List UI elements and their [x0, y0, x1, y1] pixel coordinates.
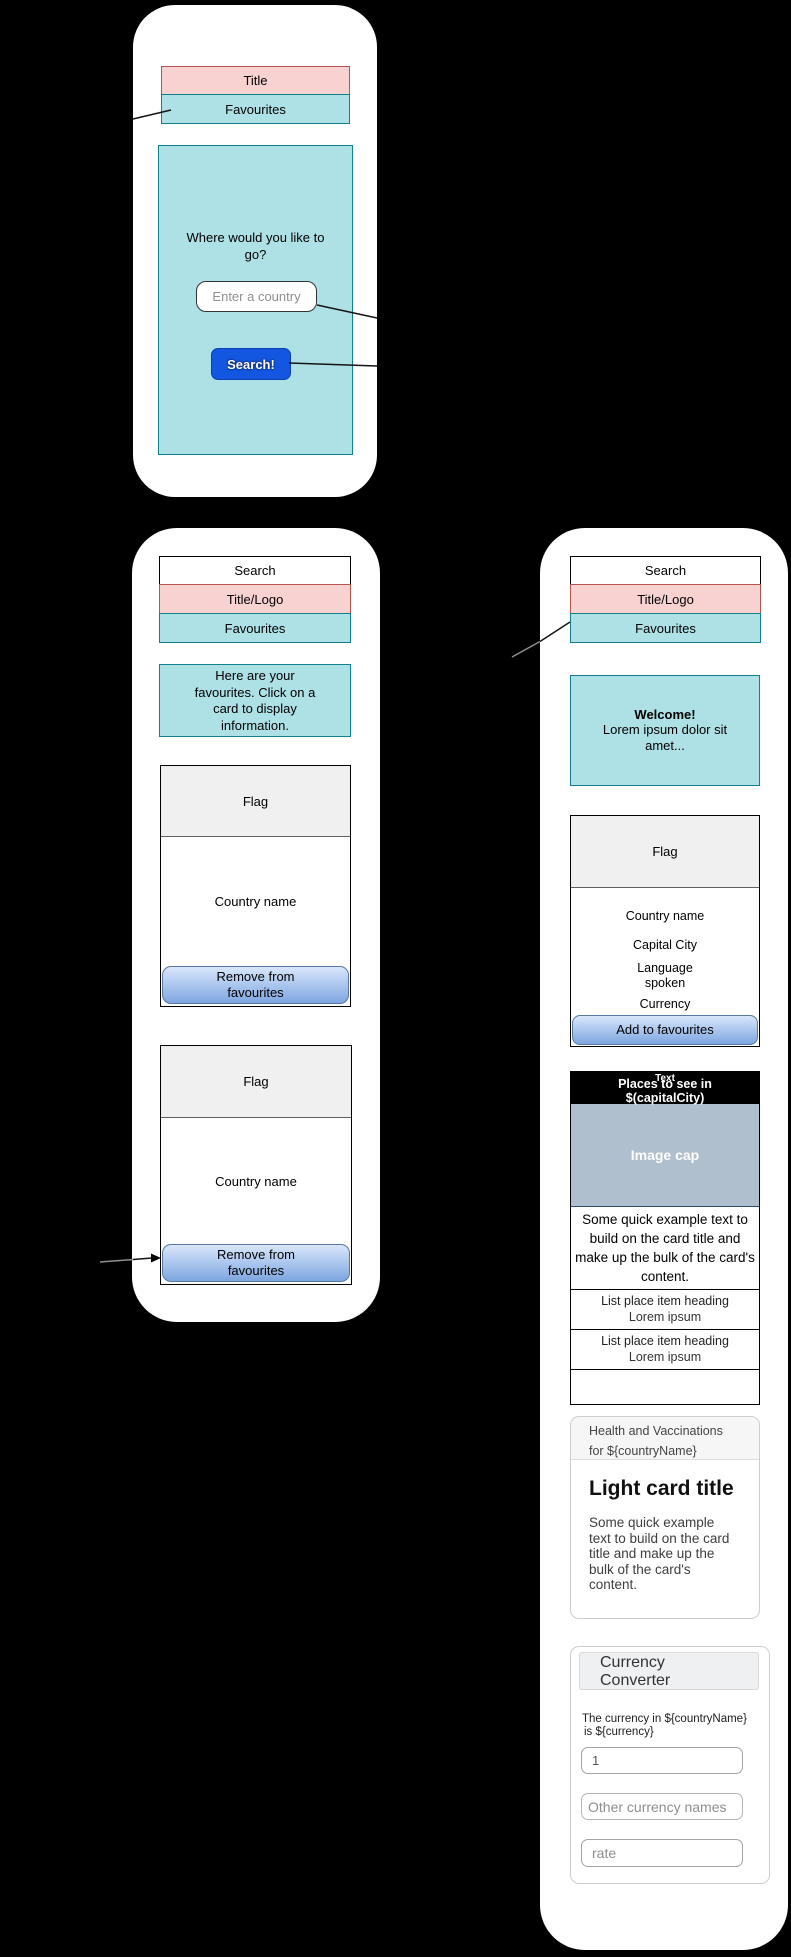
currency-card-header: Currency Converter: [579, 1652, 759, 1690]
home-favourites-bar[interactable]: Favourites: [161, 94, 350, 124]
home-search-panel: Where would you like to go?: [158, 145, 353, 455]
other-currency-select[interactable]: [581, 1793, 743, 1820]
welcome-panel: Welcome! Lorem ipsum dolor sit amet...: [570, 675, 760, 786]
favourites-info-text: Here are your favourites. Click on a car…: [194, 668, 316, 733]
places-card-text-label: Text: [655, 1073, 675, 1084]
search-button[interactable]: Search!: [211, 348, 291, 380]
favourite-card-2[interactable]: Flag Country name Remove from favourites: [160, 1045, 352, 1285]
places-list-item-1: List place item heading Lorem ipsum: [571, 1289, 759, 1329]
favourite-card-2-country: Country name: [215, 1174, 297, 1189]
rate-input[interactable]: [581, 1839, 743, 1867]
health-card-header: Health and Vaccinations for ${countryNam…: [571, 1417, 759, 1460]
places-heading-line1: Places to see in: [618, 1077, 712, 1091]
currency-card-note: The currency in ${countryName} is ${curr…: [582, 1713, 747, 1738]
favourite-card-1[interactable]: Flag Country name Remove from favourites: [160, 765, 351, 1007]
add-to-favourites-button[interactable]: Add to favourites: [572, 1015, 758, 1045]
phone-favourites-screen: Search Title/Logo Favourites Here are yo…: [132, 528, 380, 1322]
health-card: Health and Vaccinations for ${countryNam…: [570, 1416, 760, 1619]
favourites-info-panel: Here are your favourites. Click on a car…: [159, 664, 351, 737]
favourite-card-2-flag: Flag: [161, 1046, 351, 1118]
favourite-card-1-flag: Flag: [161, 766, 350, 837]
country-card-capital: Capital City: [633, 938, 697, 952]
connector-remove-arrow-outer: [99, 1258, 134, 1263]
phone-home-screen: Title Favourites Where would you like to…: [133, 5, 377, 497]
country-card-currency: Currency: [639, 997, 691, 1011]
country-card-name: Country name: [625, 909, 705, 923]
country-search-bar[interactable]: Search: [570, 556, 761, 585]
places-image-placeholder: Image cap: [571, 1104, 759, 1207]
places-heading-line2: $(capitalCity): [625, 1090, 705, 1105]
health-card-title: Light card title: [589, 1477, 734, 1500]
country-card[interactable]: Flag Country name Capital City Language …: [570, 815, 760, 1047]
favourite-card-1-country: Country name: [214, 894, 297, 909]
country-title-bar: Title/Logo: [570, 584, 761, 614]
places-card-body: Some quick example text to build on the …: [575, 1212, 755, 1284]
favourites-search-bar[interactable]: Search: [159, 556, 351, 585]
country-search-input[interactable]: [196, 281, 317, 312]
favourites-favourites-bar[interactable]: Favourites: [159, 613, 351, 643]
places-list-item-2: List place item heading Lorem ipsum: [571, 1329, 759, 1369]
places-list-item-empty: [571, 1369, 759, 1411]
country-card-flag: Flag: [571, 816, 759, 888]
remove-favourite-button-1[interactable]: Remove from favourites: [162, 966, 349, 1004]
country-card-language: Language spoken: [637, 961, 693, 990]
home-title-bar: Title: [161, 66, 350, 95]
connector-country-favourites-outer: [511, 640, 541, 658]
welcome-title: Welcome!: [634, 707, 696, 722]
country-favourites-bar[interactable]: Favourites: [570, 613, 761, 643]
remove-favourite-button-2[interactable]: Remove from favourites: [162, 1244, 350, 1282]
welcome-body: Lorem ipsum dolor sit amet...: [602, 722, 728, 753]
currency-converter-card: Currency Converter The currency in ${cou…: [570, 1646, 770, 1884]
favourites-title-bar: Title/Logo: [159, 584, 351, 614]
amount-input[interactable]: [581, 1747, 743, 1774]
home-prompt: Where would you like to go?: [186, 230, 325, 262]
places-card: Text Places to see in $(capitalCity) Ima…: [570, 1071, 760, 1405]
health-card-body: Some quick example text to build on the …: [589, 1515, 730, 1593]
phone-country-screen: Search Title/Logo Favourites Welcome! Lo…: [540, 528, 788, 1950]
places-card-header: Text Places to see in $(capitalCity): [571, 1072, 759, 1104]
